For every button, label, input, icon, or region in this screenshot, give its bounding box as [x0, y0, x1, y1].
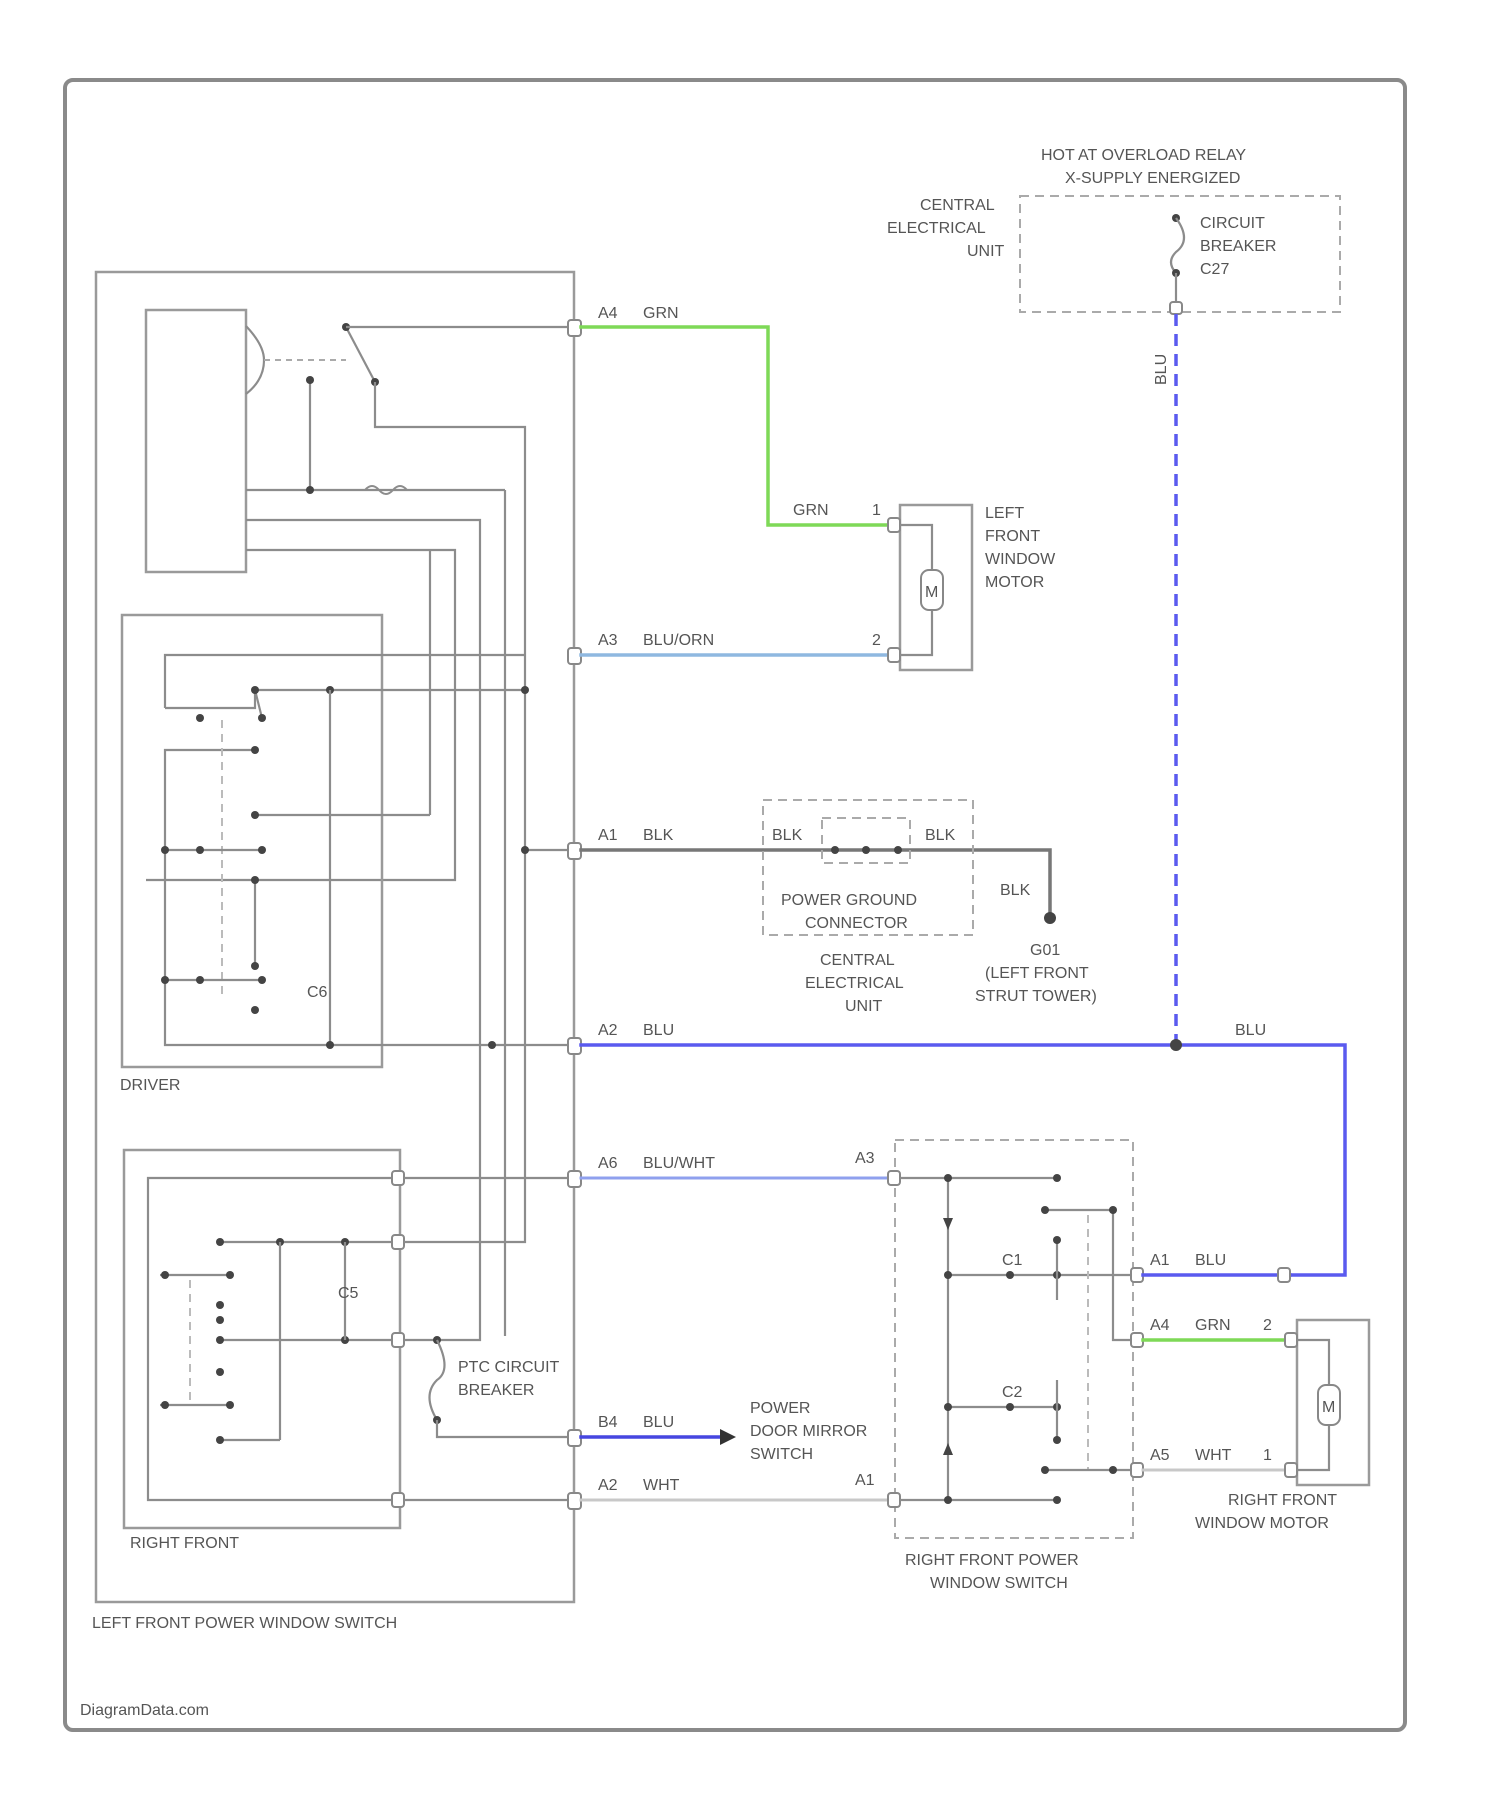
rf-a5-end: 1: [1263, 1447, 1272, 1464]
wire-a2-blu: A2 BLU BLU: [581, 1022, 1345, 1275]
w4-right-color: BLU: [1235, 1022, 1266, 1039]
right-front-label: RIGHT FRONT: [130, 1535, 239, 1552]
w6-color: BLU: [643, 1414, 674, 1431]
left-front-switch-label: LEFT FRONT POWER WINDOW SWITCH: [92, 1615, 397, 1632]
g-label-2: (LEFT FRONT: [985, 965, 1089, 982]
rf-motor-m: M: [1322, 1399, 1335, 1416]
ceu-mid-2: ELECTRICAL: [805, 975, 904, 992]
rf-motor-1: RIGHT FRONT: [1228, 1492, 1337, 1509]
w1-end-color: GRN: [793, 502, 829, 519]
wire-blu-feed: BLU: [1153, 314, 1176, 1045]
relay-title-1: HOT AT OVERLOAD RELAY: [1041, 147, 1246, 164]
rf-switch-2: WINDOW SWITCH: [930, 1575, 1068, 1592]
rf-a1-pin: A1: [1150, 1252, 1170, 1269]
g-label-1: G01: [1030, 942, 1060, 959]
rf-a4-pin: A4: [1150, 1317, 1170, 1334]
ceu-mid-1: CENTRAL: [820, 952, 895, 969]
w7-color: WHT: [643, 1477, 680, 1494]
cb-label-1: CIRCUIT: [1200, 215, 1265, 232]
c2-rfs: C2: [1002, 1384, 1023, 1401]
lf-motor-1: LEFT: [985, 505, 1024, 522]
w6-pin: B4: [598, 1414, 618, 1431]
w3-pin: A1: [598, 827, 618, 844]
w5-pin: A6: [598, 1155, 618, 1172]
w7-pin: A2: [598, 1477, 618, 1494]
g-label-3: STRUT TOWER): [975, 988, 1097, 1005]
right-front-power-window-switch: C1 C2 RIGHT FRONT POWER WINDOW SWITCH: [888, 1140, 1143, 1592]
lf-motor-m: M: [925, 584, 938, 601]
wire-a4-grn: A4 GRN GRN 1: [581, 305, 888, 525]
w5-color: BLU/WHT: [643, 1155, 715, 1172]
w4-pin: A2: [598, 1022, 618, 1039]
blu-vertical: BLU: [1153, 354, 1170, 385]
ceu-top-1: CENTRAL: [920, 197, 995, 214]
w4-color: BLU: [643, 1022, 674, 1039]
c5-label: C5: [338, 1285, 359, 1302]
relay-title-2: X-SUPPLY ENERGIZED: [1065, 170, 1240, 187]
mirror-3: SWITCH: [750, 1446, 813, 1463]
lf-motor-3: WINDOW: [985, 551, 1056, 568]
w2-end-pin: 2: [872, 632, 881, 649]
mirror-1: POWER: [750, 1400, 810, 1417]
wire-rf-a1-blu: A1 BLU: [1143, 1252, 1290, 1282]
c6-label: C6: [307, 984, 328, 1001]
right-front-window-motor: M RIGHT FRONT WINDOW MOTOR: [1195, 1320, 1369, 1532]
w3-mid-2: BLK: [925, 827, 956, 844]
w3-color: BLK: [643, 827, 674, 844]
rf-a4-color: GRN: [1195, 1317, 1231, 1334]
ceu-top-2: ELECTRICAL: [887, 220, 986, 237]
cb-label-2: BREAKER: [1200, 238, 1276, 255]
mirror-2: DOOR MIRROR: [750, 1423, 867, 1440]
driver-label: DRIVER: [120, 1077, 180, 1094]
ceu-top-3: UNIT: [967, 243, 1005, 260]
pwr-gnd-1: POWER GROUND: [781, 892, 917, 909]
w3-down: BLK: [1000, 882, 1031, 899]
rf-a5-pin: A5: [1150, 1447, 1170, 1464]
wire-rf-a4-grn: A4 GRN 2: [1143, 1317, 1285, 1340]
w5-end-pin: A3: [855, 1150, 875, 1167]
wire-a1-blk: A1 BLK BLK BLK BLK POWER GROUND CONNECTO…: [581, 800, 1097, 1015]
w1-pin: A4: [598, 305, 618, 322]
rf-switch-1: RIGHT FRONT POWER: [905, 1552, 1079, 1569]
left-front-window-motor: M LEFT FRONT WINDOW MOTOR: [888, 505, 1056, 670]
w2-color: BLU/ORN: [643, 632, 714, 649]
c1-rfs: C1: [1002, 1252, 1023, 1269]
w2-pin: A3: [598, 632, 618, 649]
w1-color: GRN: [643, 305, 679, 322]
lf-motor-4: MOTOR: [985, 574, 1044, 591]
ptc-label-2: BREAKER: [458, 1382, 534, 1399]
watermark: DiagramData.com: [80, 1702, 209, 1719]
wire-b4-blu: B4 BLU POWER DOOR MIRROR SWITCH: [581, 1400, 867, 1463]
ceu-mid-3: UNIT: [845, 998, 883, 1015]
circuit-breaker-c27: HOT AT OVERLOAD RELAY X-SUPPLY ENERGIZED…: [887, 147, 1340, 314]
wire-a3-blu-orn: A3 BLU/ORN 2: [581, 632, 888, 655]
rf-a5-color: WHT: [1195, 1447, 1232, 1464]
w7-end-pin: A1: [855, 1472, 875, 1489]
w1-end-pin: 1: [872, 502, 881, 519]
wire-rf-a5-wht: A5 WHT 1: [1143, 1447, 1285, 1470]
ptc-label-1: PTC CIRCUIT: [458, 1359, 560, 1376]
rf-a1-color: BLU: [1195, 1252, 1226, 1269]
wire-a2-wht: A2 WHT A1: [581, 1472, 888, 1500]
cb-label-3: C27: [1200, 261, 1229, 278]
rf-a4-end: 2: [1263, 1317, 1272, 1334]
lf-motor-2: FRONT: [985, 528, 1040, 545]
w3-mid-1: BLK: [772, 827, 803, 844]
wire-a6-blu-wht: A6 BLU/WHT A3: [581, 1150, 888, 1178]
rf-motor-2: WINDOW MOTOR: [1195, 1515, 1329, 1532]
left-front-power-window-switch: C6 DRIVER C5 RIGHT FRONT: [92, 272, 581, 1632]
pwr-gnd-2: CONNECTOR: [805, 915, 908, 932]
